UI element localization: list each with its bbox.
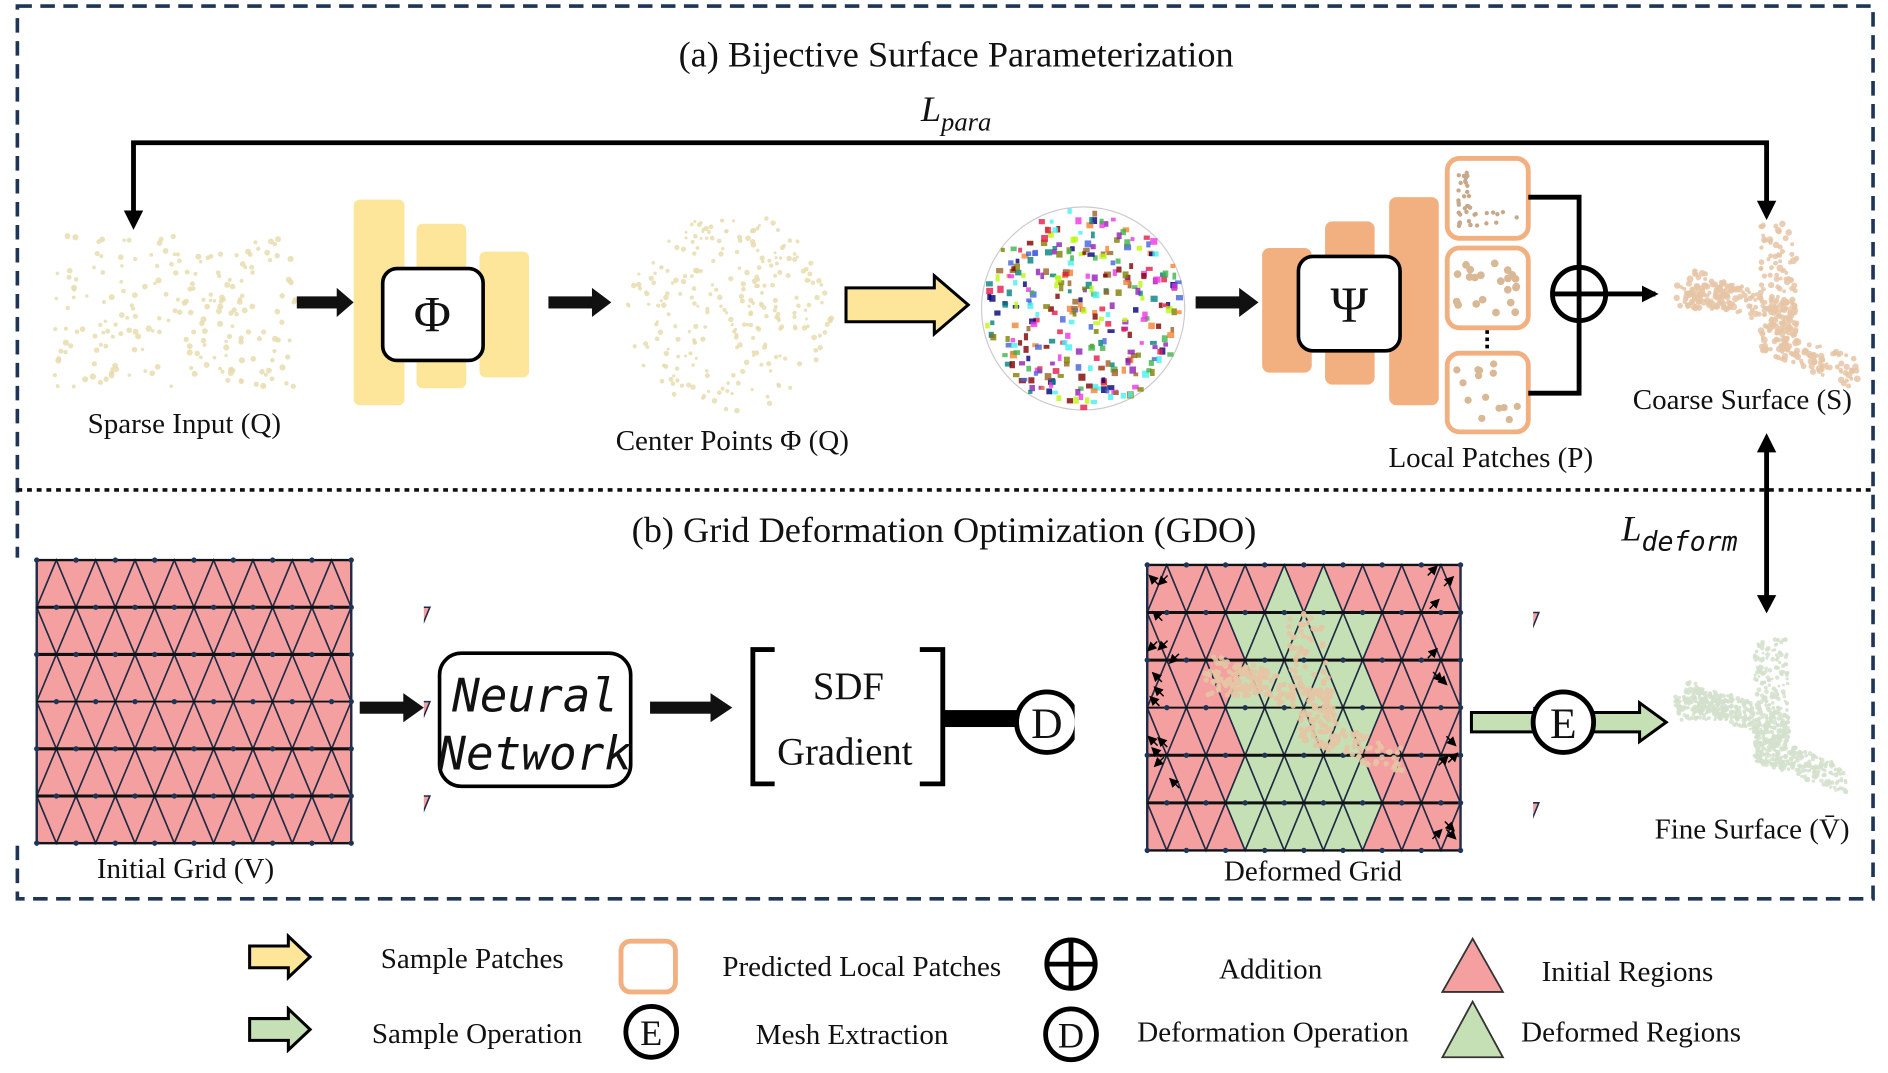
legend-deformation-operation: Deformation Operation	[1137, 1017, 1409, 1049]
loss-para-feedback-arrow	[131, 140, 1770, 224]
legend-mesh-extraction-icon: E	[623, 1004, 680, 1060]
encoder-phi: Φ	[353, 199, 530, 406]
arrowhead-right	[1756, 200, 1777, 221]
legend-initial-regions-icon	[1440, 936, 1505, 993]
legend-deformed-regions-icon	[1440, 999, 1505, 1059]
mesh-extraction-icon: E	[1530, 689, 1597, 755]
center-points-pointcloud	[625, 216, 835, 414]
parameterized-sphere	[980, 206, 1186, 411]
section-b-title: (b) Grid Deformation Optimization (GDO)	[632, 510, 1257, 550]
phi-box	[380, 266, 485, 363]
svg-text:E: E	[1550, 700, 1577, 748]
psi-symbol: Ψ	[1331, 277, 1369, 333]
psi-box	[1296, 254, 1402, 353]
sparse-input-pointcloud	[52, 233, 299, 390]
fine-surface-label: Fine Surface (V̄)	[1655, 813, 1850, 845]
legend-addition: Addition	[1219, 954, 1323, 986]
legend-predicted-patches-icon	[618, 938, 678, 995]
arrow-to-network	[359, 693, 424, 723]
neural-network-line1: Neural	[451, 668, 618, 722]
deformed-grid-label: Deformed Grid	[1224, 856, 1403, 888]
initial-grid-label: Initial Grid (V)	[97, 853, 274, 885]
legend-sample-patches: Sample Patches	[381, 943, 564, 975]
initial-grid	[0, 557, 432, 846]
outer-dashed-frame	[15, 4, 1875, 901]
sdf-bracket-left	[750, 647, 775, 787]
legend: Sample Patches Predicted Local Patches A…	[248, 932, 1741, 1063]
legend-predicted-local-patches: Predicted Local Patches	[722, 951, 1001, 983]
legend-initial-regions: Initial Regions	[1542, 956, 1714, 988]
svg-text:D: D	[1031, 700, 1062, 748]
deformation-icon: D	[1014, 689, 1080, 755]
sdf-line2: Gradient	[777, 732, 913, 774]
arrow-to-decoder	[1195, 287, 1259, 317]
loss-para-label: Lpara	[920, 89, 991, 137]
svg-text:E: E	[640, 1013, 662, 1053]
decoder-psi: Ψ	[1262, 197, 1439, 406]
legend-mesh-extraction: Mesh Extraction	[756, 1019, 949, 1051]
deformation-line	[942, 710, 1018, 728]
legend-sample-patches-icon	[248, 932, 313, 981]
section-a-title: (a) Bijective Surface Parameterization	[679, 35, 1234, 75]
deformed-grid	[1074, 562, 1541, 854]
addition-icon	[1550, 264, 1609, 323]
arrow-to-sdf	[650, 693, 733, 723]
phi-symbol: Φ	[414, 286, 451, 342]
sample-patches-arrow	[844, 272, 971, 338]
legend-sample-operation-icon	[248, 1005, 313, 1054]
neural-network-box	[437, 651, 633, 789]
fine-surface-pointcloud	[1673, 637, 1849, 795]
arrow-to-center-points	[548, 287, 612, 317]
legend-deformed-regions: Deformed Regions	[1521, 1017, 1741, 1049]
legend-deformation-icon: D	[1043, 1006, 1099, 1063]
coarse-surface-label: Coarse Surface (S)	[1633, 384, 1852, 416]
neural-network-line2: Network	[437, 726, 632, 780]
loss-deform-label: Ldeform	[1620, 509, 1737, 558]
local-patches	[1444, 156, 1531, 435]
arrowhead-left	[123, 210, 144, 230]
sdf-bracket-right	[919, 647, 946, 787]
sdf-line1: SDF	[813, 666, 884, 708]
local-patches-label: Local Patches (P)	[1388, 442, 1593, 474]
coarse-surface-pointcloud	[1673, 220, 1861, 389]
legend-sample-operation: Sample Operation	[372, 1018, 583, 1050]
center-points-label: Center Points Φ (Q)	[616, 425, 849, 457]
arrow-to-encoder	[296, 287, 354, 317]
sparse-input-label: Sparse Input (Q)	[88, 408, 281, 440]
legend-addition-icon	[1044, 937, 1098, 991]
svg-text:D: D	[1058, 1016, 1084, 1056]
